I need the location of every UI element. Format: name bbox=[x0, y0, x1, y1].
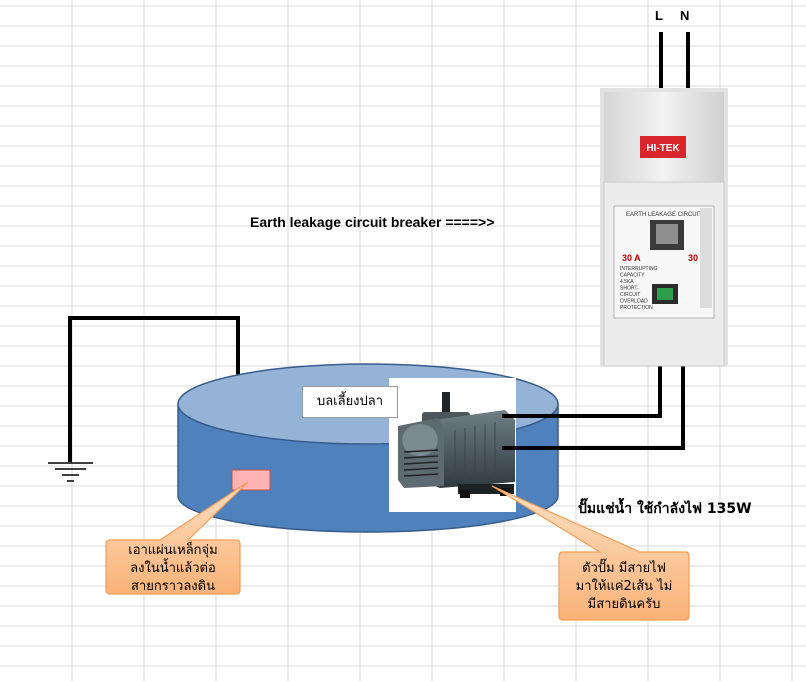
breaker-small-text-line: OVERLOAD bbox=[620, 299, 648, 305]
breaker-small-text-line: CIRCUIT bbox=[620, 292, 640, 298]
breaker-small-text-line: CAPACITY bbox=[620, 273, 645, 279]
pump-image bbox=[389, 378, 516, 512]
breaker-image: HI-TEK EARTH LEAKAGE CIRCUIT 30 A 30 INT… bbox=[600, 88, 728, 367]
breaker-label: Earth leakage circuit breaker ====>> bbox=[250, 214, 495, 230]
ground-symbol-icon bbox=[48, 462, 93, 482]
callout-right-text: ตัวปั๊ม มีสายไฟ มาให้แค่2เส้น ไม่ มีสายด… bbox=[559, 560, 689, 614]
breaker-small-text-line: SHORT- bbox=[620, 286, 639, 292]
tank-label: บลเลี้ยงปลา bbox=[302, 386, 398, 418]
breaker-rating-right: 30 bbox=[688, 253, 698, 263]
pump-spec-label: ปั๊มแช่น้ำ ใช้กำลังไฟ 135W bbox=[578, 501, 752, 517]
breaker-rating: 30 A bbox=[622, 253, 641, 263]
metal-plate bbox=[231, 469, 271, 491]
breaker-small-text-line: 4.5KA bbox=[620, 279, 634, 285]
terminal-L-label: L bbox=[655, 8, 663, 23]
breaker-small-text-line: INTERRUPTING bbox=[620, 266, 658, 272]
callout-right-line: มาให้แค่2เส้น ไม่ bbox=[575, 579, 673, 594]
pump-wire-neutral bbox=[502, 364, 685, 450]
breaker-panel-title: EARTH LEAKAGE CIRCUIT bbox=[626, 212, 702, 218]
terminal-N-label: N bbox=[680, 8, 690, 23]
breaker-small-text: INTERRUPTINGCAPACITY4.5KASHORT-CIRCUITOV… bbox=[620, 266, 658, 311]
callout-right-line: มีสายดินครับ bbox=[587, 597, 661, 612]
callout-left-line: ลงในน้ำแล้วต่อ bbox=[130, 561, 216, 576]
callout-left-line: เอาแผ่นเหล็กจุ่ม bbox=[128, 543, 218, 558]
callout-left-text: เอาแผ่นเหล็กจุ่ม ลงในน้ำแล้วต่อ สายกราวล… bbox=[106, 542, 240, 596]
breaker-small-text-line: PROTECTION bbox=[620, 305, 653, 311]
pump-wire-live bbox=[502, 364, 662, 418]
breaker-brand: HI-TEK bbox=[646, 143, 680, 154]
callout-left-shape bbox=[105, 481, 249, 595]
callout-left-line: สายกราวลงดิน bbox=[131, 579, 215, 594]
callout-right-line: ตัวปั๊ม มีสายไฟ bbox=[582, 561, 666, 576]
callout-right-shape bbox=[491, 485, 690, 621]
